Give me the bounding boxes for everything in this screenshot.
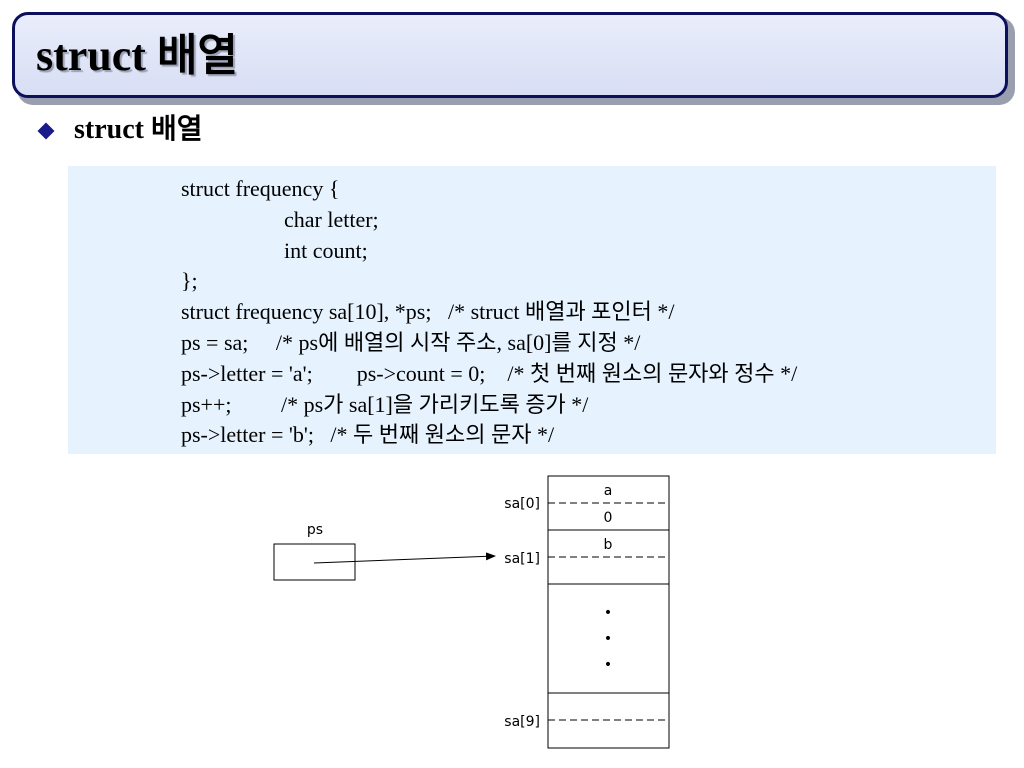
cell-letter-0: a: [604, 483, 613, 499]
cell-count-0: 0: [604, 510, 613, 526]
bullet-heading: struct 배열: [74, 114, 203, 145]
code-line: struct frequency sa[10], *ps; /* struct …: [181, 299, 675, 324]
element-label: sa[0]: [504, 496, 540, 512]
pointer-label: ps: [307, 522, 323, 538]
code-line: ps->letter = 'a'; ps->count = 0; /* 첫 번째…: [181, 361, 798, 386]
code-line: int count;: [284, 238, 368, 263]
pointer-arrow: [313, 552, 496, 564]
title-box: [12, 12, 1008, 98]
array-box: [547, 475, 670, 749]
code-line: ps++; /* ps가 sa[1]을 가리키도록 증가 */: [181, 392, 589, 417]
page-title: struct 배열: [36, 31, 238, 80]
code-line: };: [181, 268, 198, 293]
code-block: [68, 166, 996, 454]
ellipsis-dot: •: [604, 657, 612, 673]
element-label: sa[1]: [504, 551, 540, 567]
code-line: char letter;: [284, 207, 379, 232]
code-line: ps->letter = 'b'; /* 두 번째 원소의 문자 */: [181, 422, 555, 447]
code-line: struct frequency {: [181, 176, 340, 201]
element-label: sa[9]: [504, 714, 540, 730]
code-line: ps = sa; /* ps에 배열의 시작 주소, sa[0]를 지정 */: [181, 330, 641, 355]
ellipsis-dot: •: [604, 605, 612, 621]
cell-letter-1: b: [604, 537, 613, 553]
ellipsis-dot: •: [604, 631, 612, 647]
